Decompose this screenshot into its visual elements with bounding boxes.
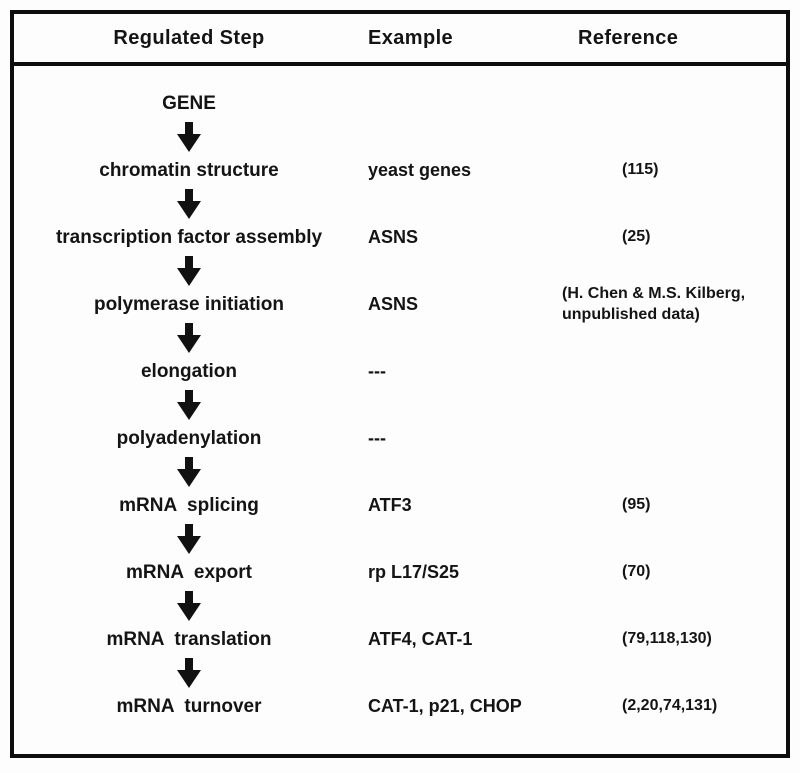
example-label: rp L17/S25 (368, 562, 460, 582)
step-label: mRNA turnover (116, 695, 262, 717)
reference-label: (115) (622, 161, 659, 179)
step-label: chromatin structure (99, 159, 279, 181)
step-label: polymerase initiation (93, 293, 285, 315)
flowchart-body: GENE chromatin structure yeast genes (11… (14, 66, 786, 740)
example-label: --- (368, 428, 386, 448)
reference-label: (79,118,130) (622, 630, 712, 648)
flow-row: elongation --- (14, 338, 786, 420)
step-label: mRNA export (126, 561, 252, 583)
header-reference: Reference (578, 27, 679, 49)
reference-label: (H. Chen & M.S. Kilberg, unpublished dat… (562, 284, 746, 323)
flow-row: chromatin structure yeast genes (115) (14, 137, 786, 219)
example-label: ASNS (368, 227, 419, 247)
header-example: Example (368, 26, 454, 49)
flow-row: mRNA translation ATF4, CAT-1 (79,118,130… (14, 606, 786, 688)
reference-label: (70) (622, 563, 651, 581)
step-label: GENE (162, 92, 216, 114)
step-label: elongation (140, 360, 238, 382)
example-label: yeast genes (368, 160, 472, 180)
example-label: CAT-1, p21, CHOP (368, 696, 522, 716)
example-label: ASNS (368, 294, 419, 314)
flow-row: mRNA turnover CAT-1, p21, CHOP (2,20,74,… (14, 673, 786, 740)
table-header: Regulated Step Example Reference (14, 14, 786, 66)
flow-row: GENE (14, 70, 786, 152)
flow-row: transcription factor assembly ASNS (25) (14, 204, 786, 286)
step-label: polyadenylation (116, 427, 262, 449)
step-label: transcription factor assembly (55, 226, 323, 248)
example-label: --- (368, 361, 386, 381)
flow-row: polymerase initiation ASNS (H. Chen & M.… (14, 271, 786, 353)
reference-label: (25) (622, 228, 651, 246)
step-label: mRNA splicing (119, 494, 259, 516)
example-label: ATF4, CAT-1 (368, 629, 473, 649)
header-regulated-step: Regulated Step (113, 26, 265, 49)
flow-row: mRNA export rp L17/S25 (70) (14, 539, 786, 621)
reference-label: (2,20,74,131) (622, 697, 718, 715)
reference-label: (95) (622, 496, 651, 514)
flow-row: polyadenylation --- (14, 405, 786, 487)
example-label: ATF3 (368, 495, 412, 515)
flow-row: mRNA splicing ATF3 (95) (14, 472, 786, 554)
figure-frame: Regulated Step Example Reference GENE ch… (10, 10, 790, 758)
step-label: mRNA translation (106, 628, 272, 650)
